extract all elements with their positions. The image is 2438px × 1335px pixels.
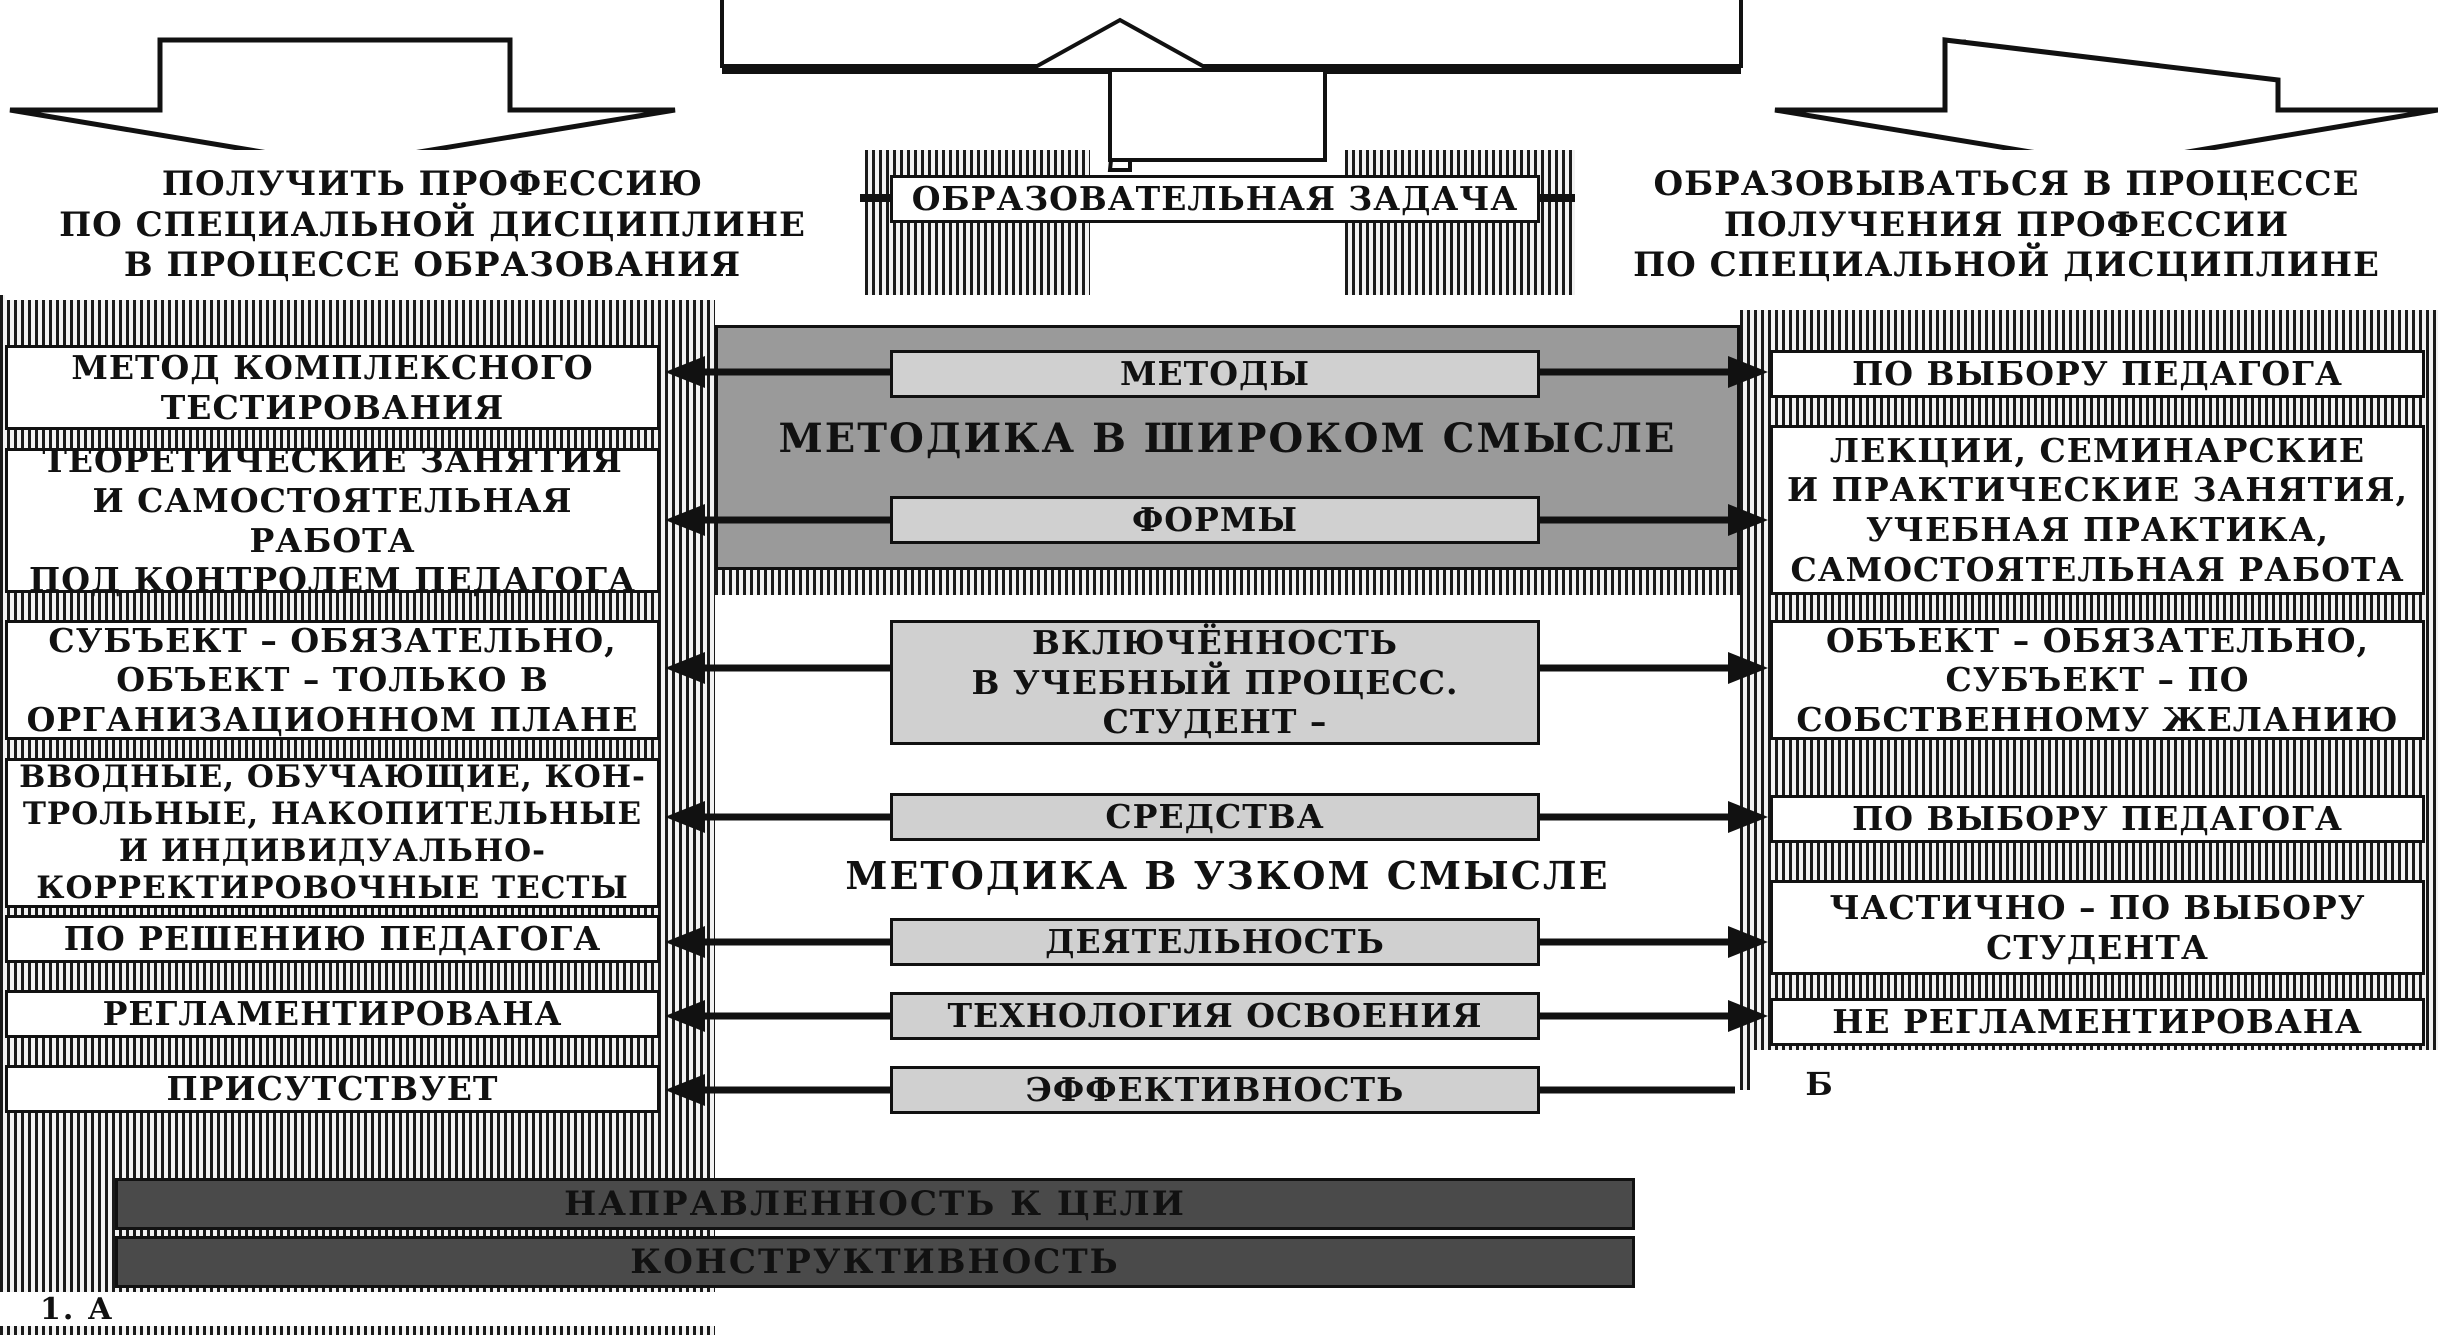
center-cell-technology: ТЕХНОЛОГИЯ ОСВОЕНИЯ — [890, 992, 1540, 1040]
row-arrow-left-head-2 — [665, 652, 705, 684]
row-arrow-right-head-5 — [1728, 1000, 1768, 1032]
row-arrow-left-head-4 — [665, 926, 705, 958]
left-cell-methods: МЕТОД КОМПЛЕКСНОГО ТЕСТИРОВАНИЯ — [5, 345, 660, 430]
narrow-method-title: МЕТОДИКА В УЗКОМ СМЫСЛЕ — [845, 853, 1610, 898]
center-mid-hatch — [715, 570, 1740, 595]
task-left-goal: ПОЛУЧИТЬ ПРОФЕССИЮ ПО СПЕЦИАЛЬНОЙ ДИСЦИП… — [5, 150, 860, 300]
row-arrow-left-head-1 — [665, 504, 705, 536]
row-arrow-right-head-2 — [1728, 652, 1768, 684]
right-cell-forms: ЛЕКЦИИ, СЕМИНАРСКИЕ И ПРАКТИЧЕСКИЕ ЗАНЯТ… — [1770, 425, 2425, 595]
row-arrow-right-head-1 — [1728, 504, 1768, 536]
top-left-down-arrow — [9, 37, 676, 168]
center-cell-methods: МЕТОДЫ — [890, 350, 1540, 398]
left-cell-effectiveness: ПРИСУТСТВУЕТ — [5, 1065, 660, 1113]
left-cell-activity: ПО РЕШЕНИЮ ПЕДАГОГА — [5, 915, 660, 963]
left-cell-technology: РЕГЛАМЕНТИРОВАНА — [5, 990, 660, 1038]
task-right-goal: ОБРАЗОВЫВАТЬСЯ В ПРОЦЕССЕ ПОЛУЧЕНИЯ ПРОФ… — [1575, 150, 2438, 300]
row-arrow-right-head-4 — [1728, 926, 1768, 958]
left-cell-tools: ВВОДНЫЕ, ОБУЧАЮЩИЕ, КОН- ТРОЛЬНЫЕ, НАКОП… — [5, 758, 660, 908]
right-cell-activity: ЧАСТИЧНО – ПО ВЫБОРУ СТУДЕНТА — [1770, 880, 2425, 975]
row-arrow-left-head-3 — [665, 801, 705, 833]
center-cell-forms: ФОРМЫ — [890, 496, 1540, 544]
task-center-label: ОБРАЗОВАТЕЛЬНАЯ ЗАДАЧА — [890, 175, 1540, 223]
row-arrow-left-head-5 — [665, 1000, 705, 1032]
center-up-arrow-body — [1108, 68, 1327, 162]
center-cell-effectiveness: ЭФФЕКТИВНОСТЬ — [890, 1066, 1540, 1114]
bottom-white-strip — [0, 1292, 2438, 1326]
row-arrow-left-head-6 — [665, 1074, 705, 1106]
right-cell-involvement: ОБЪЕКТ – ОБЯЗАТЕЛЬНО, СУБЪЕКТ – ПО СОБСТ… — [1770, 620, 2425, 740]
goal-orientation-bar: НАПРАВЛЕННОСТЬ К ЦЕЛИ — [115, 1178, 1635, 1230]
top-right-down-arrow — [1774, 37, 2438, 168]
row-arrow-right-head-3 — [1728, 801, 1768, 833]
left-cell-forms: ТЕОРЕТИЧЕСКИЕ ЗАНЯТИЯ И САМОСТОЯТЕЛЬНАЯ … — [5, 441, 660, 599]
caption-fragment: 1. А — [40, 1292, 115, 1327]
left-cell-involvement: СУБЪЕКТ – ОБЯЗАТЕЛЬНО, ОБЪЕКТ – ТОЛЬКО В… — [5, 620, 660, 740]
broad-method-title: МЕТОДИКА В ШИРОКОМ СМЫСЛЕ — [778, 415, 1677, 462]
right-cell-effectiveness: Б — [1805, 1065, 1835, 1103]
top-banner-box — [720, 0, 1743, 68]
center-cell-tools: СРЕДСТВА — [890, 793, 1540, 841]
right-cell-tools: ПО ВЫБОРУ ПЕДАГОГА — [1770, 795, 2425, 843]
right-cell-effectiveness-fragment — [1750, 1050, 2438, 1140]
row-arrow-left-head-0 — [665, 356, 705, 388]
center-cell-involvement: ВКЛЮЧЁННОСТЬ В УЧЕБНЫЙ ПРОЦЕСС. СТУДЕНТ … — [890, 620, 1540, 745]
right-cell-methods: ПО ВЫБОРУ ПЕДАГОГА — [1770, 350, 2425, 398]
constructiveness-bar: КОНСТРУКТИВНОСТЬ — [115, 1236, 1635, 1288]
center-cell-activity: ДЕЯТЕЛЬНОСТЬ — [890, 918, 1540, 966]
right-cell-technology: НЕ РЕГЛАМЕНТИРОВАНА — [1770, 998, 2425, 1046]
row-arrow-right-head-0 — [1728, 356, 1768, 388]
